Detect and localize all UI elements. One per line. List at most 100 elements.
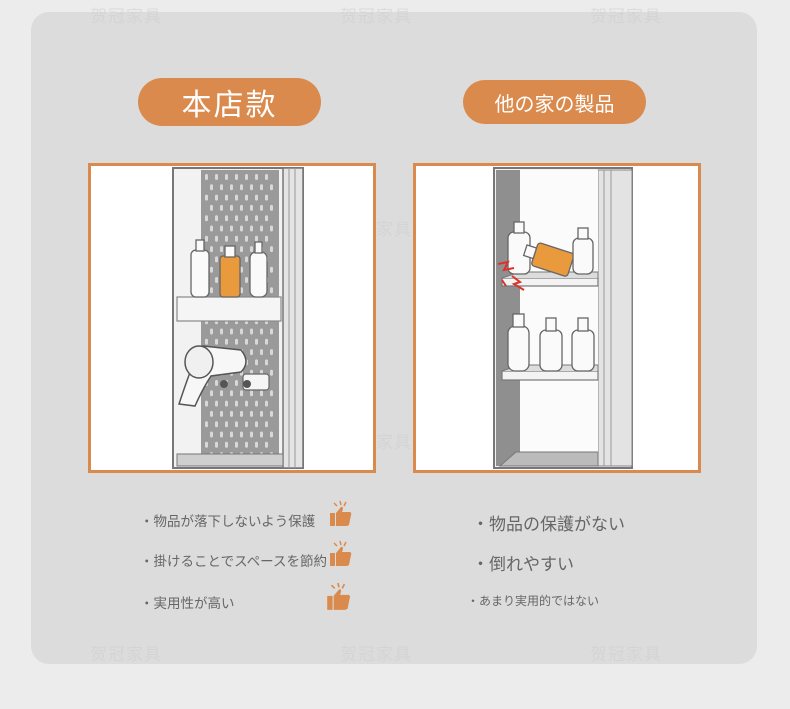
pegboard-hole	[225, 194, 228, 201]
pegboard-hole	[255, 174, 258, 180]
pegboard-hole	[205, 215, 208, 222]
other-point-2: ・倒れやすい	[472, 555, 574, 575]
pegboard-hole	[220, 431, 223, 438]
pegboard-hole	[260, 184, 263, 191]
watermark: 贺冠家具	[340, 645, 412, 665]
bottle-white-lower-3	[571, 317, 595, 372]
pegboard-hole	[230, 184, 233, 191]
pegboard-hole	[220, 246, 223, 253]
pegboard-hole	[240, 204, 243, 211]
pegboard-hole	[205, 421, 208, 428]
pegboard-hole	[255, 400, 258, 407]
pegboard-hole	[215, 174, 218, 180]
pegboard-hole	[210, 410, 213, 417]
pegboard-hole	[220, 225, 223, 232]
pegboard-hole	[210, 225, 213, 232]
pegboard-hole	[240, 328, 243, 335]
pegboard-hole	[230, 328, 233, 335]
watermark: 贺冠家具	[590, 7, 662, 27]
pegboard-hole	[250, 328, 253, 335]
pegboard-hole	[240, 246, 243, 253]
pegboard-hole	[210, 390, 213, 397]
bottle-orange	[219, 245, 241, 298]
pegboard-hole	[270, 328, 273, 335]
pegboard-hole	[255, 215, 258, 222]
pegboard-hole	[245, 441, 248, 448]
pegboard-hole	[215, 194, 218, 201]
pegboard-hole	[225, 174, 228, 180]
pegboard-hole	[240, 266, 243, 273]
pegboard-hole	[260, 328, 263, 335]
bottle-white-lower-1	[507, 313, 530, 372]
pegboard-hole	[235, 338, 238, 345]
pegboard-hole	[265, 441, 268, 448]
pegboard-hole	[270, 266, 273, 273]
pegboard-hole	[210, 204, 213, 211]
pegboard-hole	[235, 441, 238, 448]
pegboard-hole	[225, 441, 228, 448]
pegboard-hole	[225, 338, 228, 345]
pegboard-hole	[215, 421, 218, 428]
pegboard-hole	[210, 287, 213, 294]
pegboard-hole	[260, 204, 263, 211]
pegboard-hole	[245, 256, 248, 263]
pegboard-hole	[220, 390, 223, 397]
pegboard-hole	[230, 431, 233, 438]
pegboard-hole	[250, 431, 253, 438]
pegboard-hole	[240, 431, 243, 438]
pegboard-hole	[245, 421, 248, 428]
pegboard-hole	[260, 349, 263, 356]
watermark: 贺冠家具	[90, 645, 162, 665]
pegboard-hole	[230, 204, 233, 211]
pegboard-hole	[265, 400, 268, 407]
pegboard-hole	[250, 390, 253, 397]
other-point-3: ・あまり実用的ではない	[467, 594, 600, 608]
pegboard-hole	[265, 215, 268, 222]
watermark: 贺冠家具	[90, 7, 162, 27]
pegboard-hole	[245, 338, 248, 345]
bottle-white-1	[190, 239, 210, 298]
pegboard-hole	[240, 225, 243, 232]
pegboard-hole	[270, 410, 273, 417]
plain-niche-illustration	[493, 167, 633, 469]
other-point-1: ・物品の保護がない	[472, 515, 625, 535]
pegboard-hole	[205, 338, 208, 345]
pegboard-hole	[270, 390, 273, 397]
pegboard-hole	[215, 338, 218, 345]
pegboard-hole	[215, 400, 218, 407]
pegboard-hole	[265, 174, 268, 180]
pegboard-hole	[255, 338, 258, 345]
pegboard-hole	[250, 246, 253, 253]
pegboard-hole	[245, 194, 248, 201]
pegboard-hole	[230, 390, 233, 397]
pegboard-hole	[230, 410, 233, 417]
pegboard-hole	[205, 441, 208, 448]
bottle-orange-falling	[522, 242, 575, 277]
pegboard-hole	[210, 328, 213, 335]
our-product-badge: 本店款	[138, 78, 321, 126]
pegboard-hole	[220, 204, 223, 211]
pegboard-hole	[260, 225, 263, 232]
pegboard-hole	[250, 410, 253, 417]
pegboard-hole	[265, 194, 268, 201]
pegboard-hole	[245, 174, 248, 180]
pegboard-hole	[235, 400, 238, 407]
pegboard-hole	[250, 204, 253, 211]
pegboard-hole	[245, 400, 248, 407]
pegboard-hole	[240, 287, 243, 294]
pegboard-hole	[205, 235, 208, 242]
our-product-illustration	[88, 163, 376, 473]
pegboard-hole	[235, 380, 238, 386]
pegboard-hole	[215, 441, 218, 448]
pegboard-hole	[210, 246, 213, 253]
pegboard-hole	[215, 380, 218, 386]
pegboard-hole	[205, 194, 208, 201]
other-product-badge: 他の家の製品	[463, 80, 646, 124]
pegboard-hole	[245, 235, 248, 242]
pegboard-hole	[240, 184, 243, 191]
pegboard-hole	[255, 421, 258, 428]
pegboard-hole	[210, 431, 213, 438]
pegboard-hole	[220, 410, 223, 417]
pegboard-hole	[235, 421, 238, 428]
pegboard-hole	[260, 390, 263, 397]
